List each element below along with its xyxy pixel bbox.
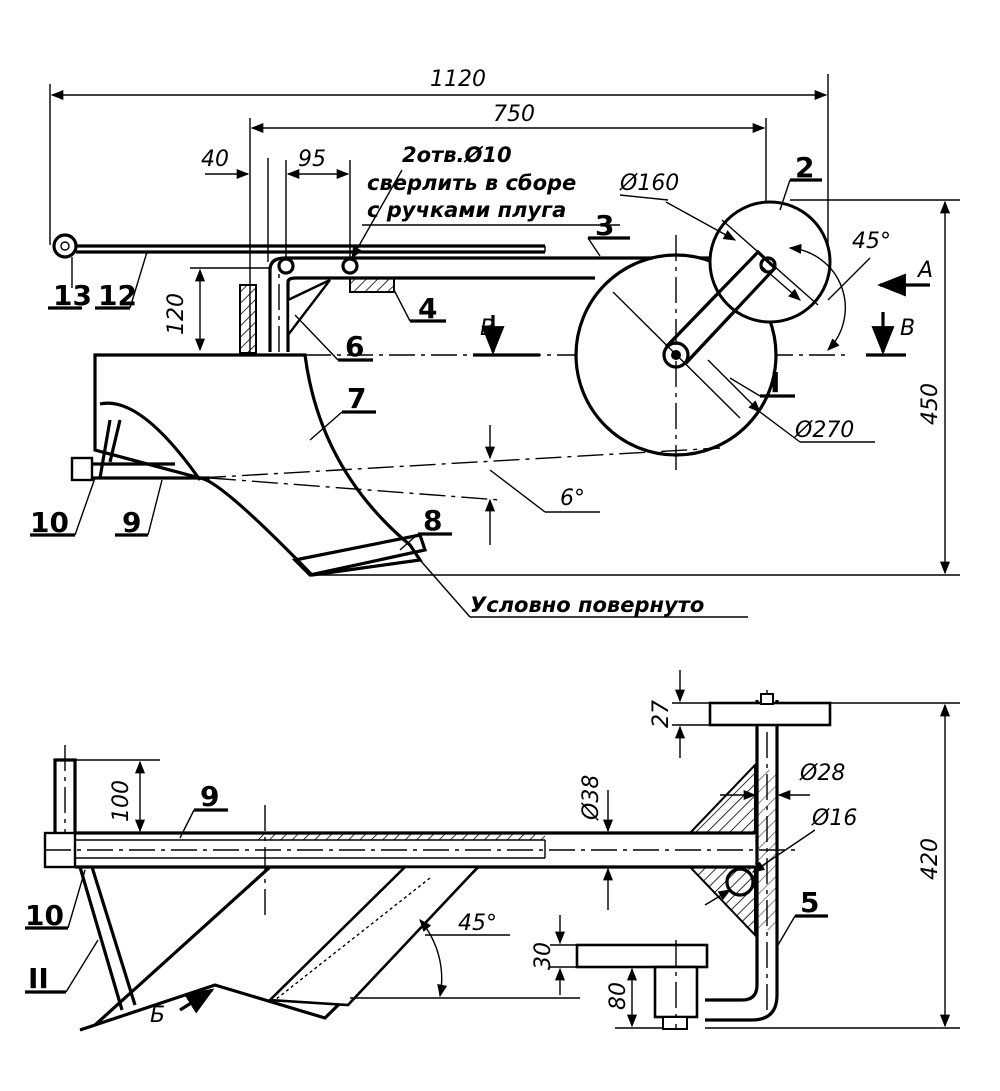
section-b-right: В <box>866 312 915 357</box>
dimension-40-label: 40 <box>201 147 229 172</box>
dimension-420-label: 420 <box>918 838 943 880</box>
gusset-6 <box>239 278 331 354</box>
dimension-120-label: 120 <box>164 293 189 335</box>
view-a-arrow: A <box>877 258 933 297</box>
angle-45-top-label: 45° <box>852 229 891 254</box>
view-b-label: Б <box>150 1003 165 1028</box>
drilling-note: 2отв.Ø10 сверлить в сборе с ручками плуг… <box>351 143 620 260</box>
part-8-label: 8 <box>423 504 442 537</box>
dimension-450-label: 450 <box>918 383 943 425</box>
dimension-450: 450 <box>312 199 960 576</box>
view-a-label: A <box>916 258 933 283</box>
view-b-arrow: Б <box>150 988 215 1028</box>
angle-45-bottom-label: 45° <box>458 911 497 936</box>
diameter-16: Ø16 <box>704 806 857 906</box>
frame-bar <box>268 251 765 352</box>
dimension-100: 100 <box>75 759 160 833</box>
drill-note-line1: сверлить в сборе <box>367 171 576 195</box>
dimension-750-label: 750 <box>493 102 535 127</box>
share-plan <box>78 865 482 1032</box>
part-11-label: II <box>28 962 49 995</box>
diameter-270-label: Ø270 <box>794 418 854 443</box>
section-b-right-label: В <box>900 316 915 341</box>
dimension-27: 27 <box>649 670 710 758</box>
dimension-80-label: 80 <box>606 982 631 1010</box>
rotated-note: Условно повернуто <box>419 559 748 618</box>
dimension-120: 120 <box>164 267 270 352</box>
support-bracket-5 <box>575 690 832 1030</box>
holes-note: 2отв.Ø10 <box>402 143 512 167</box>
plough-body <box>93 353 721 577</box>
dimension-95: 95 <box>285 147 351 258</box>
dimension-80: 80 <box>606 966 663 1029</box>
section-b-left: В <box>473 315 540 357</box>
part-5-label: 5 <box>800 886 819 919</box>
section-b-left-label: В <box>480 316 495 341</box>
top-view: 1120 750 40 95 2отв.Ø10 сверлить в сборе… <box>30 67 960 618</box>
bracket-4 <box>349 277 395 293</box>
dimension-750: 750 <box>249 102 767 355</box>
diameter-160: Ø160 <box>619 171 679 201</box>
angle-45-bottom: 45° <box>350 911 580 999</box>
diameter-16-label: Ø16 <box>811 806 857 831</box>
part-9-label-bottom: 9 <box>200 780 219 813</box>
dimension-30: 30 <box>531 915 577 995</box>
part-9-label-top: 9 <box>122 506 141 539</box>
rotated-note-label: Условно повернуто <box>470 593 704 617</box>
part-labels-top: 13 12 3 2 4 6 I 7 8 <box>30 151 822 551</box>
dimension-30-label: 30 <box>531 942 556 970</box>
part-labels-bottom: 9 5 10 II <box>25 780 828 995</box>
part-6-label: 6 <box>345 330 364 363</box>
diameter-28: Ø28 <box>720 761 845 801</box>
dimension-1120-label: 1120 <box>430 67 486 92</box>
diameter-38-label: Ø38 <box>579 775 604 821</box>
part-1-label: I <box>770 366 780 399</box>
diameter-270: Ø270 <box>759 411 875 443</box>
bottom-view: 45° Б 100 Ø38 27 <box>25 670 960 1032</box>
diameter-38: Ø38 <box>579 775 614 910</box>
drill-note-line2: с ручками плуга <box>367 198 566 222</box>
part-4-label: 4 <box>418 292 437 325</box>
diameter-160-label: Ø160 <box>619 171 679 196</box>
diameter-28-label: Ø28 <box>799 761 845 786</box>
angle-6: 6° <box>484 425 600 545</box>
handle-rod <box>52 233 546 259</box>
dimension-100-label: 100 <box>109 780 134 822</box>
part-2-label: 2 <box>795 151 814 184</box>
dimension-1120: 1120 <box>49 67 829 255</box>
angle-45-top: 45° <box>788 229 891 351</box>
rear-bar <box>70 419 210 482</box>
dimension-27-label: 27 <box>649 700 674 728</box>
part-3-label: 3 <box>595 209 614 242</box>
part-7-label: 7 <box>347 382 366 415</box>
dimension-420: 420 <box>705 702 960 1029</box>
dimension-95-label: 95 <box>298 147 326 172</box>
angle-6-label: 6° <box>560 486 585 511</box>
